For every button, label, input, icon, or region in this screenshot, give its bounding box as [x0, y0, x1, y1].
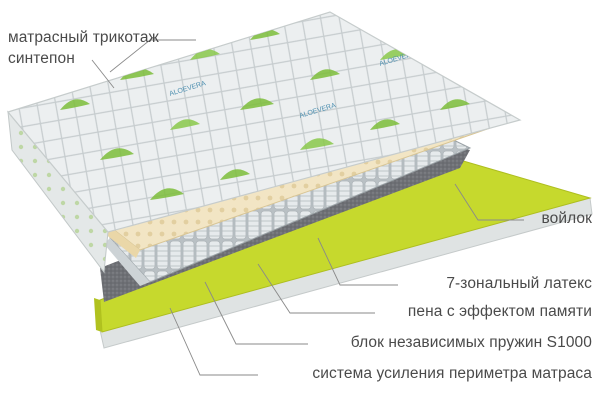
leader-memory-foam: [257, 263, 375, 314]
leader-lines: [91, 39, 524, 376]
label-latex: 7-зональный латекс: [446, 275, 592, 292]
label-springs: блок независимых пружин S1000: [350, 334, 592, 351]
label-perimeter: система усиления периметра матраса: [312, 365, 592, 382]
leaf-pattern: ALOEVERA ALOEVERA ALOEVERA: [60, 29, 470, 200]
leader-springs: [204, 281, 308, 345]
leader-felt: [454, 183, 524, 221]
leader-perimeter: [169, 307, 258, 376]
label-sintepon: синтепон: [8, 50, 75, 67]
label-felt: войлок: [541, 210, 592, 227]
label-top-fabric: матрасный трикотаж: [8, 29, 160, 46]
leader-latex: [317, 237, 398, 286]
leader-sintepon: [91, 59, 115, 89]
leader-top-fabric: [109, 39, 196, 73]
label-memory-foam: пена с эффектом памяти: [407, 303, 592, 320]
mattress-top-cover: [6, 11, 522, 233]
